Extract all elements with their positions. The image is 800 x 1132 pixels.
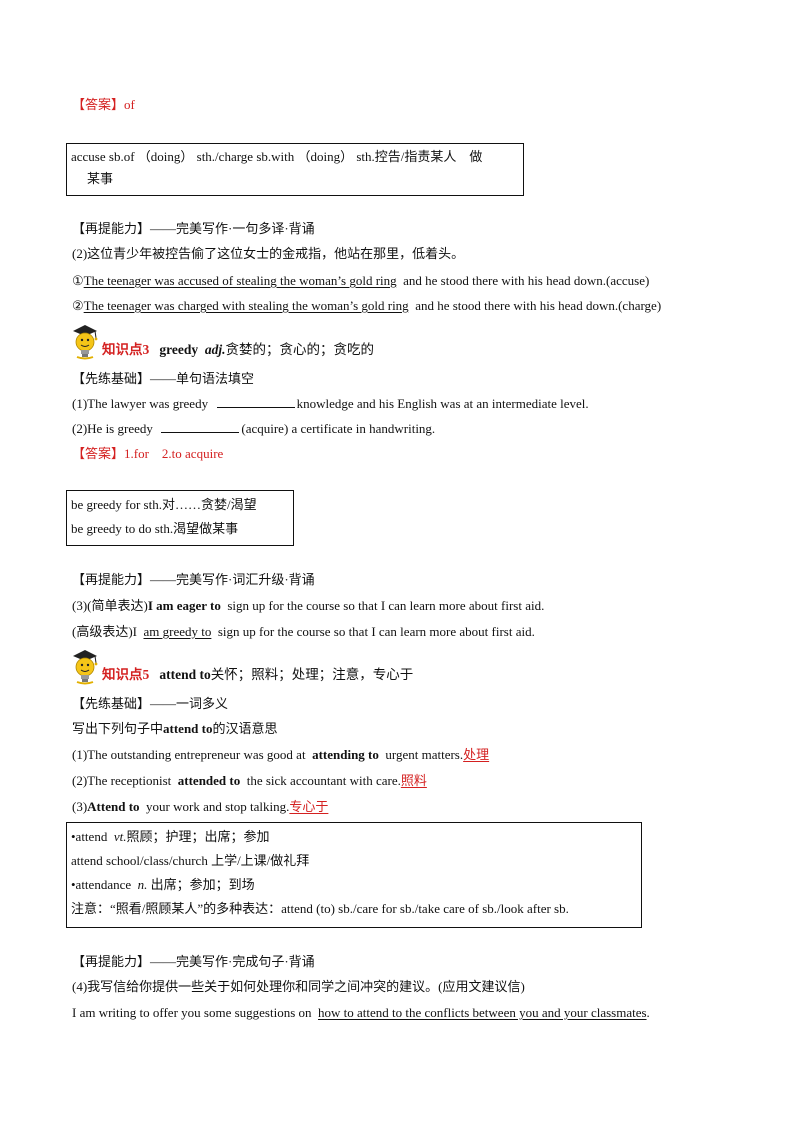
sentence-rest: and he stood there with his head down.(c… bbox=[415, 298, 662, 313]
expression-line-simple: (3)(简单表达)I am eager to sign up for the c… bbox=[72, 597, 544, 615]
note-text: 照顾；护理；出席；参加 bbox=[126, 829, 270, 844]
answer-line: ②The teenager was charged with stealing … bbox=[72, 297, 661, 315]
exercise-line: (1)The outstanding entrepreneur was good… bbox=[72, 746, 489, 764]
expression-label: (3)(简单表达) bbox=[72, 598, 148, 613]
note-line: 注意：“照看/照顾某人”的多种表达：attend (to) sb./care f… bbox=[71, 901, 569, 916]
section-header: 【再提能力】——完美写作·完成句子·背诵 bbox=[72, 954, 315, 969]
note-box-attend: •attend vt.照顾；护理；出席；参加 attend school/cla… bbox=[66, 822, 642, 928]
part-of-speech: n. bbox=[137, 877, 148, 892]
exercise-line: (2)He is greedy (acquire) a certificate … bbox=[72, 420, 435, 438]
note-text: •attend bbox=[71, 829, 108, 844]
part-of-speech: vt. bbox=[113, 829, 127, 844]
section-header: 【先练基础】——单句语法填空 bbox=[72, 371, 255, 386]
answer-underlined: am greedy to bbox=[143, 624, 212, 639]
note-box-greedy: be greedy for sth.对……贪婪/渴望 be greedy to … bbox=[66, 490, 294, 546]
exercise-text: (1)The outstanding entrepreneur was good… bbox=[72, 747, 306, 762]
exercise-keyword: attended to bbox=[177, 773, 241, 788]
keyword: greedy bbox=[159, 342, 199, 357]
sentence-rest: sign up for the course so that I can lea… bbox=[227, 598, 545, 613]
knowledge-point-label: 知识点3 bbox=[102, 342, 150, 357]
exercise-text: (3) bbox=[72, 799, 88, 814]
exercise-keyword: attending to bbox=[312, 747, 379, 762]
part-of-speech: adj. bbox=[204, 342, 226, 357]
exercise-line: (1)The lawyer was greedy knowledge and h… bbox=[72, 395, 589, 413]
answer-underlined: 处理 bbox=[463, 747, 490, 762]
knowledge-point-title: 知识点3 greedy adj.贪婪的；贪心的；贪吃的 bbox=[102, 338, 374, 358]
answer-line: I am writing to offer you some suggestio… bbox=[72, 1004, 650, 1022]
definition: 关怀；照料；处理；注意，专心于 bbox=[210, 667, 414, 682]
definition: 贪婪的；贪心的；贪吃的 bbox=[225, 342, 375, 357]
exercise-text: the sick accountant with care. bbox=[246, 773, 401, 788]
expression-line-advanced: (高级表达)I am greedy to sign up for the cou… bbox=[72, 623, 535, 641]
expression-keyword: I am eager to bbox=[147, 598, 221, 613]
sentence-rest: and he stood there with his head down.(a… bbox=[403, 273, 650, 288]
answer-line-1: 【答案】of bbox=[72, 96, 135, 114]
knowledge-point-title: 知识点5 attend to关怀；照料；处理；注意，专心于 bbox=[102, 663, 413, 683]
note-line: be greedy to do sth.渴望做某事 bbox=[71, 521, 239, 536]
answer-text: 1.for 2.to acquire bbox=[124, 446, 224, 461]
fill-blank bbox=[216, 395, 295, 408]
answer-underlined: 专心于 bbox=[289, 799, 329, 814]
answer-text: of bbox=[124, 97, 135, 112]
exercise-text: (acquire) a certificate in handwriting. bbox=[241, 421, 436, 436]
expression-label: (高级表达)I bbox=[72, 624, 137, 639]
instruction-text: 写出下列句子中 bbox=[72, 721, 164, 736]
exercise-keyword: Attend to bbox=[87, 799, 140, 814]
exercise-text: urgent matters. bbox=[385, 747, 464, 762]
instruction-text: 的汉语意思 bbox=[212, 721, 278, 736]
question-text: (2)这位青少年被控告偷了这位女士的金戒指，他站在那里，低着头。 bbox=[72, 246, 465, 261]
note-line: •attendance n. 出席；参加；到场 bbox=[71, 873, 637, 897]
section-header: 【再提能力】——完美写作·词汇升级·背诵 bbox=[72, 572, 315, 587]
circled-number: ② bbox=[72, 298, 84, 313]
exercise-text: (1)The lawyer was greedy bbox=[72, 396, 209, 411]
answer-underlined: how to attend to the conflicts between y… bbox=[318, 1005, 647, 1020]
sentence-text: I am writing to offer you some suggestio… bbox=[72, 1005, 312, 1020]
section-header: 【再提能力】——完美写作·一句多译·背诵 bbox=[72, 221, 315, 236]
fill-blank bbox=[161, 420, 240, 433]
note-line: accuse sb.of （doing） sth./charge sb.with… bbox=[71, 149, 483, 164]
exercise-line: (3)Attend to your work and stop talking.… bbox=[72, 798, 328, 816]
answer-underlined: 照料 bbox=[400, 773, 427, 788]
graduate-lightbulb-icon bbox=[73, 650, 98, 685]
exercise-text: (2)He is greedy bbox=[72, 421, 153, 436]
note-line: be greedy for sth.对……贪婪/渴望 bbox=[71, 497, 257, 512]
graduate-lightbulb-icon bbox=[73, 325, 98, 360]
answer-label: 【答案】 bbox=[72, 446, 125, 461]
note-line: 某事 bbox=[87, 171, 114, 186]
answer-label: 【答案】 bbox=[72, 97, 125, 112]
answer-line: ①The teenager was accused of stealing th… bbox=[72, 272, 649, 290]
instruction-line: 写出下列句子中attend to的汉语意思 bbox=[72, 720, 278, 738]
sentence-rest: sign up for the course so that I can lea… bbox=[217, 624, 535, 639]
section-header: 【先练基础】——一词多义 bbox=[72, 696, 229, 711]
exercise-text: knowledge and his English was at an inte… bbox=[296, 396, 589, 411]
instruction-keyword: attend to bbox=[163, 721, 213, 736]
question-text: (4)我写信给你提供一些关于如何处理你和同学之间冲突的建议。(应用文建议信) bbox=[72, 979, 525, 994]
circled-number: ① bbox=[72, 273, 84, 288]
exercise-text: (2)The receptionist bbox=[72, 773, 172, 788]
answer-underlined: The teenager was charged with stealing t… bbox=[83, 298, 409, 313]
answer-underlined: The teenager was accused of stealing the… bbox=[83, 273, 397, 288]
keyword: attend to bbox=[159, 667, 211, 682]
exercise-line: (2)The receptionist attended to the sick… bbox=[72, 772, 427, 790]
note-text: •attendance bbox=[71, 877, 132, 892]
answer-line-2: 【答案】1.for 2.to acquire bbox=[72, 445, 223, 463]
note-box-accuse: accuse sb.of （doing） sth./charge sb.with… bbox=[66, 143, 524, 196]
note-line: •attend vt.照顾；护理；出席；参加 bbox=[71, 825, 637, 849]
note-line: attend school/class/church 上学/上课/做礼拜 bbox=[71, 853, 310, 868]
knowledge-point-label: 知识点5 bbox=[102, 667, 150, 682]
note-text: 出席；参加；到场 bbox=[150, 877, 255, 892]
exercise-text: your work and stop talking. bbox=[146, 799, 290, 814]
sentence-text: . bbox=[646, 1005, 650, 1020]
